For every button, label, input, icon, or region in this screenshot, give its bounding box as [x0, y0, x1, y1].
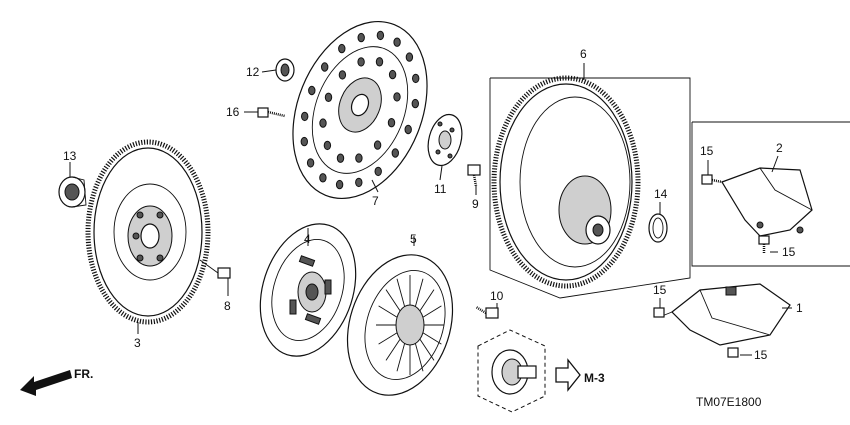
callout-3: 3: [134, 336, 141, 350]
callout-15-upper: 15: [700, 144, 714, 158]
release-bearing-reference[interactable]: [477, 329, 546, 413]
part-8-bolt[interactable]: [199, 259, 231, 279]
drive-plate-hole: [357, 32, 365, 43]
direction-label: FR.: [74, 367, 93, 381]
drive-plate-hole: [393, 37, 401, 47]
callout-13: 13: [63, 149, 77, 163]
part-6-ring-gear-assembly[interactable]: [491, 75, 641, 289]
part-4-clutch-disc[interactable]: [244, 211, 372, 368]
drive-plate-hole: [404, 124, 412, 135]
part-15-bolt-cover-lower[interactable]: [727, 347, 739, 358]
drive-plate-hole: [355, 177, 363, 188]
drive-plate-hole: [375, 57, 384, 67]
callout-7: 7: [372, 194, 379, 208]
diaphragm-finger: [378, 305, 398, 318]
part-5-pressure-plate[interactable]: [330, 241, 470, 409]
callout-15-lower: 15: [782, 245, 796, 259]
diaphragm-finger: [414, 343, 424, 372]
callout-11: 11: [434, 182, 447, 196]
drive-plate-hole: [393, 92, 401, 102]
part-14-o-ring[interactable]: [648, 213, 668, 243]
drive-plate-hole: [301, 111, 309, 122]
diaphragm-finger: [385, 289, 401, 312]
drive-plate-hole: [388, 69, 397, 80]
drive-plate-hole: [387, 118, 396, 128]
diaphragm-finger: [419, 289, 435, 312]
drive-plate-hole: [323, 140, 332, 151]
diaphragm-finger: [378, 332, 398, 345]
drive-plate-hole: [374, 166, 382, 177]
part-7-drive-plate[interactable]: [268, 1, 452, 218]
drive-plate-hole: [336, 153, 345, 163]
part-13-bearing[interactable]: [58, 176, 87, 208]
drive-plate-hole: [319, 118, 327, 128]
drive-plate-hole: [319, 173, 327, 183]
diaphragm-finger: [419, 338, 435, 361]
diaphragm-finger: [396, 278, 406, 307]
part-16-bolt[interactable]: [257, 107, 286, 118]
diaphragm-finger: [422, 332, 442, 345]
part-3-flywheel[interactable]: [85, 139, 211, 325]
drive-plate-hole: [412, 73, 420, 84]
part-11-spacer-plate[interactable]: [423, 111, 467, 170]
drive-plate-hole: [405, 52, 414, 62]
drive-plate-hole: [321, 62, 329, 72]
callout-14: 14: [654, 187, 668, 201]
reference-label: M-3: [584, 371, 605, 385]
part-15-bolt-lower[interactable]: [758, 235, 770, 254]
part-6-assembly-box: [489, 77, 691, 299]
part-9-bolt[interactable]: [467, 164, 481, 187]
drive-plate-hole: [335, 179, 344, 190]
drive-plate-hole: [308, 85, 316, 96]
callout-10: 10: [490, 289, 504, 303]
drive-plate-hole: [376, 30, 385, 41]
callout-12: 12: [246, 65, 260, 79]
callout-8: 8: [224, 299, 231, 313]
diaphragm-finger: [385, 338, 401, 361]
drive-plate-hole: [306, 158, 315, 168]
callout-16: 16: [226, 105, 240, 119]
callout-5: 5: [410, 232, 417, 246]
reference-arrow[interactable]: M-3: [555, 358, 605, 392]
drive-plate-hole: [373, 140, 382, 150]
diaphragm-finger: [396, 343, 406, 372]
part-2-bracket-box: [691, 121, 850, 267]
callout-2: 2: [776, 141, 783, 155]
callout-1: 1: [796, 301, 803, 315]
diaphragm-finger: [422, 305, 442, 318]
part-2-bracket[interactable]: [721, 167, 813, 237]
part-1-cover[interactable]: [661, 283, 791, 346]
leader-lines: [69, 63, 792, 356]
callout-9: 9: [472, 197, 479, 211]
drive-plate-hole: [324, 92, 333, 103]
drive-plate-hole: [338, 70, 347, 80]
callout-labels: 13 3 8 12 16 7 11 9 6 14 2 15 15 4 5 10 …: [63, 47, 803, 362]
front-direction-arrow: FR.: [20, 367, 93, 396]
part-15-bolt-cover-left[interactable]: [653, 307, 665, 318]
diaphragm-finger: [414, 278, 424, 307]
drive-plate-hole: [391, 148, 399, 158]
callout-4: 4: [304, 232, 311, 246]
diagram-code: TM07E1800: [696, 395, 762, 409]
part-15-bolt-upper[interactable]: [701, 174, 723, 185]
callout-15-cover-left: 15: [653, 283, 667, 297]
callout-6: 6: [580, 47, 587, 61]
drive-plate-hole: [300, 136, 308, 147]
callout-15-cover-lower: 15: [754, 348, 768, 362]
part-12-seal[interactable]: [275, 58, 295, 82]
drive-plate-hole: [411, 98, 419, 109]
part-10-bolt[interactable]: [475, 305, 499, 319]
drive-plate-hole: [338, 43, 346, 54]
drive-plate-hole: [357, 57, 365, 67]
drive-plate-hole: [355, 153, 363, 163]
